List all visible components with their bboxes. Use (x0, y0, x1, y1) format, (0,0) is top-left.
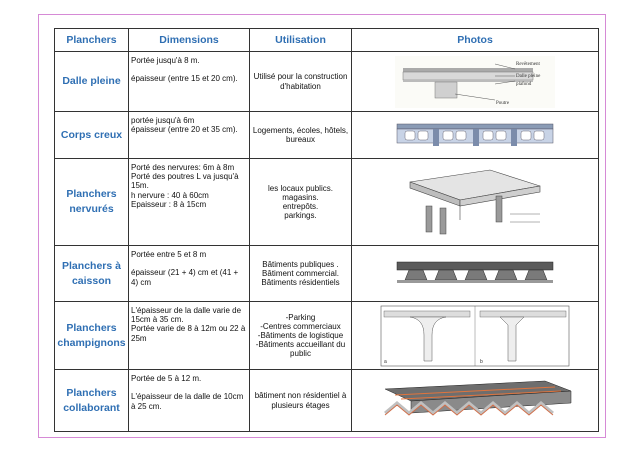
floor-name: Planchers nervurés (54, 158, 129, 246)
photo-label: Poutre (496, 101, 510, 106)
header-dimensions: Dimensions (128, 28, 250, 52)
planchers-champignons-drawing: a b (380, 305, 570, 366)
floor-dimensions: Portée de 5 à 12 m. L'épaisseur de la da… (128, 369, 250, 432)
table-row: Corps creux portée jusqu'à 6m épaisseur … (54, 111, 599, 159)
floor-usage: les locaux publics. magasins. entrepôts.… (249, 158, 352, 246)
floor-usage: Bâtiments publiques . Bâtiment commercia… (249, 245, 352, 302)
photo-label: Dalle pleine (516, 74, 541, 79)
floor-usage: -Parking -Centres commerciaux -Bâtiments… (249, 301, 352, 370)
header-utilisation: Utilisation (249, 28, 352, 52)
page-frame (38, 14, 606, 438)
table-row: Planchers nervurés Porté des nervures: 6… (54, 158, 599, 246)
photo-label: plafond (516, 82, 532, 87)
floor-name: Planchers à caisson (54, 245, 129, 302)
floor-types-table: Planchers Dimensions Utilisation Photos … (54, 28, 599, 432)
floor-dimensions: Portée jusqu'à 8 m. épaisseur (entre 15 … (128, 51, 250, 112)
corps-creux-section-drawing (396, 123, 554, 146)
floor-dimensions: Portée entre 5 et 8 m épaisseur (21 + 4)… (128, 245, 250, 302)
table-row: Dalle pleine Portée jusqu'à 8 m. épaisse… (54, 51, 599, 112)
planchers-nervures-3d-drawing (409, 169, 541, 235)
floor-name: Dalle pleine (54, 51, 129, 112)
table-header-row: Planchers Dimensions Utilisation Photos (54, 28, 599, 52)
floor-name: Corps creux (54, 111, 129, 159)
photo-label: Revêtement (516, 62, 540, 67)
table-row: Planchers collaborant Portée de 5 à 12 m… (54, 369, 599, 432)
dalle-pleine-section-drawing: Revêtement Dalle pleine plafond Poutre (395, 55, 555, 108)
floor-name: Planchers champignons (54, 301, 129, 370)
floor-dimensions: Porté des nervures: 6m à 8m Porté des po… (128, 158, 250, 246)
floor-usage: Logements, écoles, hôtels, bureaux (249, 111, 352, 159)
table-row: Planchers champignons L'épaisseur de la … (54, 301, 599, 370)
header-planchers: Planchers (54, 28, 129, 52)
photo-label: a (384, 359, 387, 365)
table-row: Planchers à caisson Portée entre 5 et 8 … (54, 245, 599, 302)
floor-usage: Utilisé pour la construction d'habitatio… (249, 51, 352, 112)
floor-name: Planchers collaborant (54, 369, 129, 432)
floor-usage: bâtiment non résidentiel à plusieurs éta… (249, 369, 352, 432)
planchers-caisson-drawing (396, 261, 554, 283)
photo-label: b (480, 359, 483, 365)
floor-dimensions: L'épaisseur de la dalle varie de 15cm à … (128, 301, 250, 370)
floor-dimensions: portée jusqu'à 6m épaisseur (entre 20 et… (128, 111, 250, 159)
header-photos: Photos (351, 28, 599, 52)
planchers-collaborant-drawing (384, 380, 572, 416)
